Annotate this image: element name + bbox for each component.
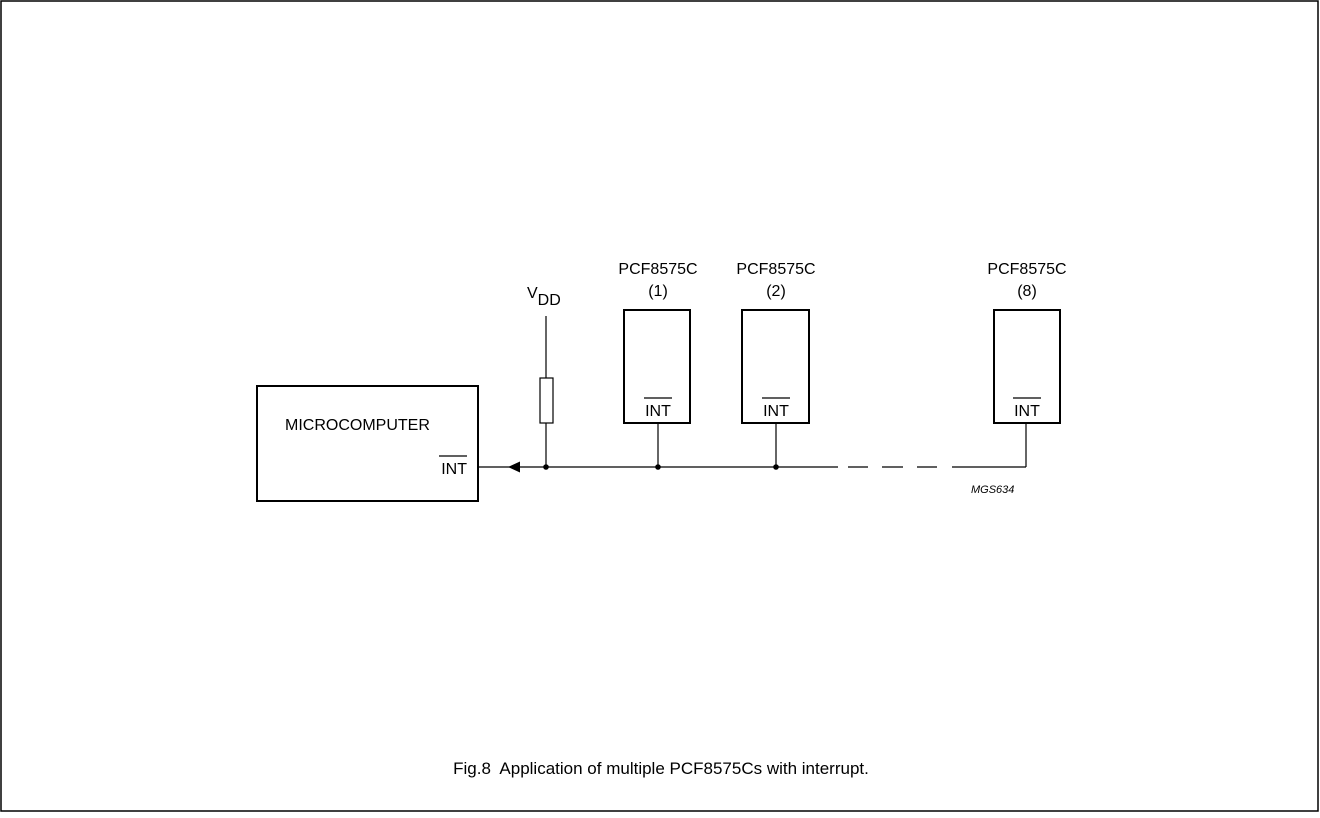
junction-dot	[655, 464, 661, 470]
microcomputer-int-pin: INT	[441, 461, 467, 478]
microcomputer-block: MICROCOMPUTER INT	[256, 385, 479, 502]
vdd-label: VDD	[527, 285, 561, 309]
chip-1-int-pin: INT	[645, 403, 671, 420]
bus-arrowhead	[508, 461, 520, 473]
chip-8-box	[993, 309, 1061, 424]
interrupt-bus	[478, 461, 1026, 473]
pullup-resistor: VDD	[527, 285, 561, 470]
chip-2-int-pin: INT	[763, 403, 789, 420]
drawing-code: MGS634	[971, 484, 1014, 496]
chip-2-box	[741, 309, 810, 424]
chip-1-box	[623, 309, 691, 424]
chip-2: PCF8575C (2) INT	[736, 261, 816, 470]
chip-2-index: (2)	[766, 283, 786, 300]
chip-8: PCF8575C (8) INT	[987, 261, 1067, 467]
chip-2-name: PCF8575C	[736, 261, 815, 278]
chip-1-name: PCF8575C	[618, 261, 697, 278]
figure-caption: Fig.8 Application of multiple PCF8575Cs …	[453, 759, 869, 778]
chip-1: PCF8575C (1) INT	[618, 261, 698, 470]
chip-8-int-pin: INT	[1014, 403, 1040, 420]
chip-8-index: (8)	[1017, 283, 1037, 300]
chip-1-index: (1)	[648, 283, 668, 300]
junction-dot	[543, 464, 549, 470]
chip-8-name: PCF8575C	[987, 261, 1066, 278]
resistor-body	[539, 377, 554, 424]
microcomputer-label: MICROCOMPUTER	[285, 417, 430, 434]
junction-dot	[773, 464, 779, 470]
microcomputer-box	[256, 385, 479, 502]
